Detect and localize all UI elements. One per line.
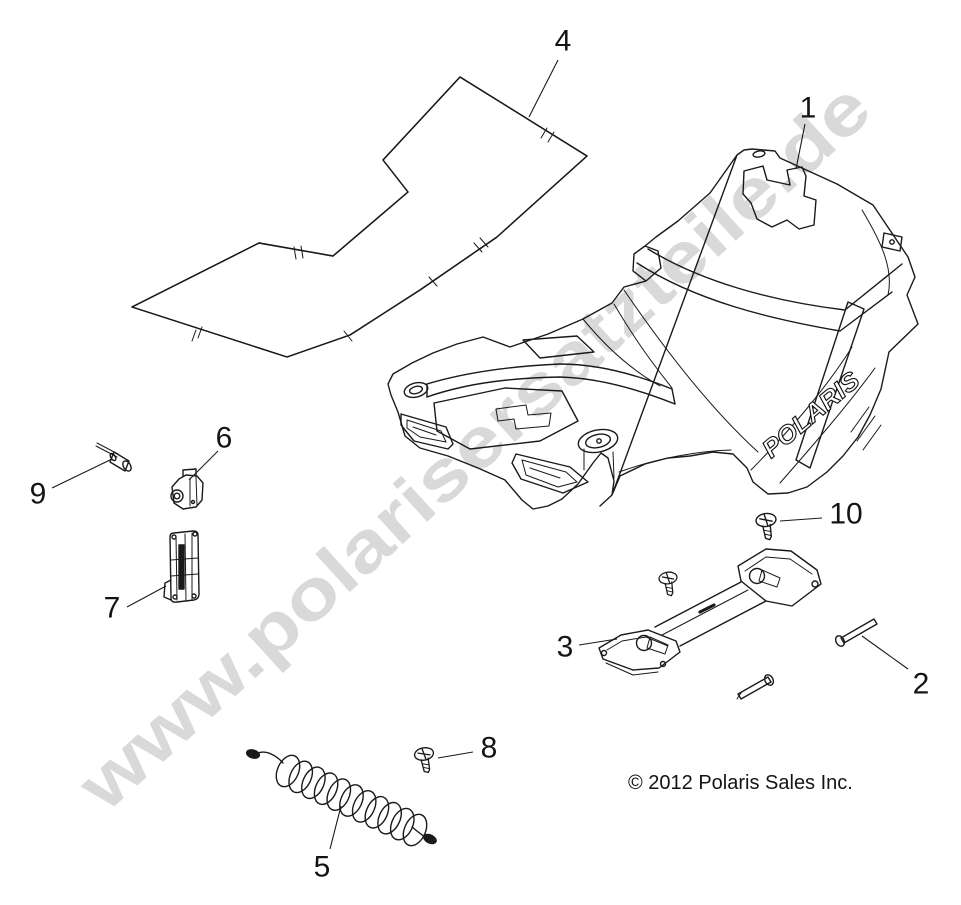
part-pin-bottom [736,674,775,700]
svg-text:3: 3 [557,631,574,664]
part-latch [163,530,200,603]
svg-text:8: 8 [481,732,498,765]
part-screw-10 [754,511,780,542]
part-pivot-pin [95,442,132,472]
callout-1: 1 [795,92,817,170]
copyright-text: © 2012 Polaris Sales Inc. [628,772,853,794]
svg-text:7: 7 [104,592,121,625]
callout-10: 10 [779,498,863,531]
callout-6: 6 [188,422,233,481]
callout-2: 2 [861,635,930,701]
part-clamp [170,468,204,510]
svg-text:4: 4 [555,25,572,58]
callout-5: 5 [314,805,342,884]
part-pin-right [834,618,878,647]
svg-text:6: 6 [216,422,233,455]
part-screw-8 [412,745,438,776]
svg-text:9: 9 [30,478,47,511]
callouts: 1 2 3 4 5 6 7 8 [30,25,930,884]
part-bracket [598,548,822,676]
part-spring [245,749,437,847]
svg-text:2: 2 [913,668,930,701]
callout-3: 3 [557,631,618,664]
callout-9: 9 [30,458,113,511]
svg-text:10: 10 [829,498,862,531]
svg-text:1: 1 [800,92,817,125]
svg-text:5: 5 [314,851,331,884]
callout-7: 7 [104,585,167,625]
callout-4: 4 [528,25,572,118]
part-rack-tube [131,76,588,358]
callout-8: 8 [437,732,498,765]
part-screw-bracket [657,570,681,598]
